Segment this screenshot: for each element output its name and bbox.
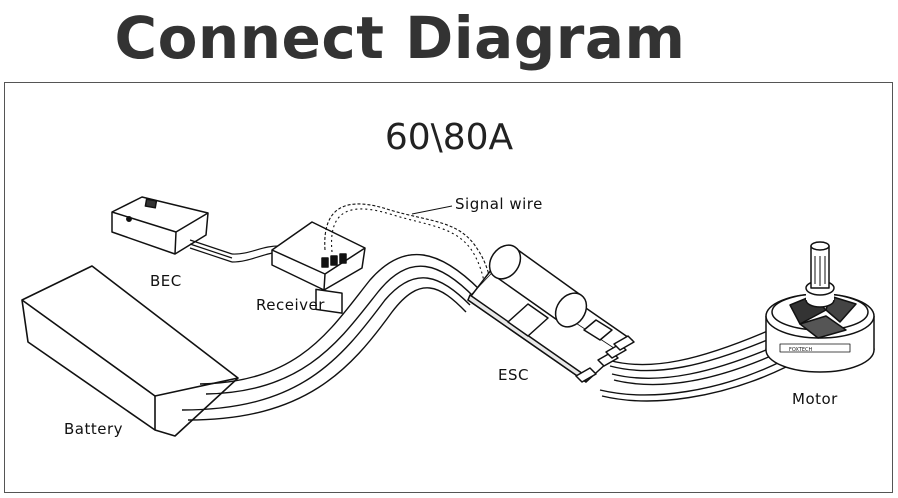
battery-label: Battery [64,420,123,438]
page-title: Connect Diagram [114,4,686,72]
battery-pack [21,265,239,437]
motor-brand-label: FOXTECH [789,347,813,353]
brushless-motor [765,241,875,373]
esc-label: ESC [498,366,529,384]
signal-wire-label: Signal wire [455,195,543,213]
signal-wire-leader [411,205,453,215]
receiver-label: Receiver [256,296,325,314]
model-subtitle: 60\80A [384,117,514,158]
motor-phase-wires [599,329,787,402]
signal-wire [324,203,493,291]
bec-module [111,196,209,255]
motor-label: Motor [792,390,838,408]
receiver-module [271,221,366,314]
bec-label: BEC [150,272,182,290]
power-wires [181,253,481,421]
esc-board [467,244,635,383]
